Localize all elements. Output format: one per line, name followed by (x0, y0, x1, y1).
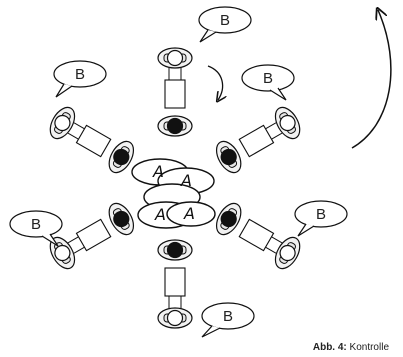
person-pair (158, 48, 192, 136)
caption-label: Abb. 4: (313, 342, 347, 353)
caption-text: Kontrolle (350, 342, 389, 353)
speech-label-b2: B (75, 66, 85, 83)
center-label-a4: A (183, 204, 195, 223)
speech-bubble-upper-right: B (242, 65, 294, 100)
figure-caption: Abb. 4: Kontrolle (313, 342, 389, 353)
speech-bubble-upper-left: B (54, 61, 106, 97)
center-tables: A A A A (132, 159, 215, 228)
speech-bubble-lower-left: B (10, 211, 62, 246)
speech-bubble-top: B (199, 7, 251, 42)
person-pair (212, 199, 305, 272)
speech-label-b6: B (223, 308, 233, 325)
person-pair (158, 240, 192, 328)
person-pair (212, 103, 305, 176)
rotation-arrow-icon (352, 10, 391, 148)
small-swap-arrow-icon (208, 66, 223, 100)
center-label-a3: A (154, 205, 166, 224)
speech-bubble-lower-right: B (295, 201, 347, 236)
speech-label-b5: B (316, 206, 326, 223)
speech-bubble-bottom: B (202, 303, 254, 337)
speech-label-b1: B (220, 12, 230, 29)
center-label-a2: A (180, 171, 192, 190)
speech-label-b3: B (263, 70, 273, 87)
speech-label-b4: B (31, 216, 41, 233)
person-pair (45, 103, 138, 176)
center-label-a1: A (152, 162, 164, 181)
person-pair (45, 199, 138, 272)
